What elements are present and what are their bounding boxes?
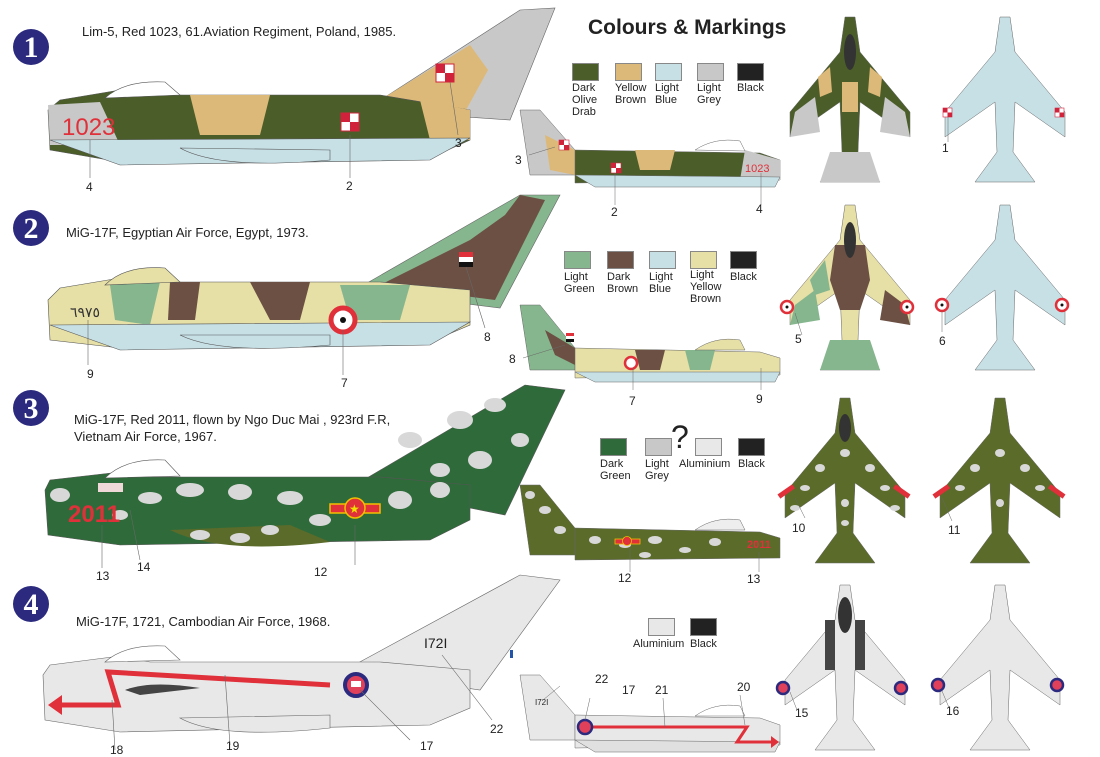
- callout-8: 8: [484, 330, 491, 344]
- swatch-aluminium: [648, 618, 675, 636]
- aircraft-bottom-view-3: [932, 397, 1066, 564]
- callout-15: 15: [795, 706, 809, 720]
- scheme-caption: MiG-17F, 1721, Cambodian Air Force, 1968…: [76, 614, 331, 629]
- unknown-color-question-mark: ?: [671, 419, 689, 455]
- svg-text:1023: 1023: [62, 114, 115, 141]
- swatch-label: Dark Brown: [607, 271, 639, 295]
- aircraft-side-view-3: 2011 ★: [44, 384, 566, 568]
- swatch-label: Light Grey: [645, 458, 669, 482]
- callout-17: 17: [622, 683, 636, 697]
- swatch-label: Dark Green: [600, 458, 631, 482]
- aircraft-small-side-view-3: 2011: [519, 484, 781, 572]
- swatch-light-green: [564, 251, 591, 269]
- swatch-light-grey: [645, 438, 672, 456]
- swatch-aluminium: [695, 438, 722, 456]
- aircraft-side-view-2: ٦٩٧٥: [47, 194, 561, 375]
- callout-13: 13: [747, 572, 761, 586]
- callout-7: 7: [341, 376, 348, 390]
- scheme-number-badge: 4: [13, 586, 49, 622]
- aircraft-side-view-4: I72I: [42, 574, 561, 751]
- callout-2: 2: [346, 179, 353, 193]
- aircraft-top-view-2: [779, 204, 915, 371]
- callout-6: 6: [939, 334, 946, 348]
- callout-16: 16: [946, 704, 960, 718]
- svg-text:I72I: I72I: [535, 698, 548, 707]
- callout-8: 8: [509, 352, 516, 366]
- swatch-light-grey: [697, 63, 724, 81]
- callout-12: 12: [314, 565, 328, 579]
- swatch-black: [690, 618, 717, 636]
- svg-text:1023: 1023: [745, 163, 769, 175]
- callout-21: 21: [655, 683, 669, 697]
- callout-22: 22: [595, 672, 609, 686]
- svg-text:I72I: I72I: [424, 635, 447, 651]
- callout-13: 13: [96, 569, 110, 583]
- swatch-label: Aluminium: [679, 458, 731, 470]
- callout-1: 1: [942, 141, 949, 155]
- swatch-label: Light Blue: [649, 271, 673, 295]
- scheme-caption-line1: MiG-17F, Red 2011, flown by Ngo Duc Mai …: [74, 412, 391, 427]
- swatch-label: Light Green: [564, 271, 595, 295]
- callout-4: 4: [86, 180, 93, 194]
- scheme-caption: MiG-17F, Egyptian Air Force, Egypt, 1973…: [66, 225, 309, 240]
- swatch-dark-green: [600, 438, 627, 456]
- callout-18: 18: [110, 743, 124, 757]
- callout-4: 4: [756, 202, 763, 216]
- scheme-number-badge: 1: [13, 29, 49, 65]
- swatch-black: [730, 251, 757, 269]
- aircraft-bottom-view-4: [930, 584, 1065, 751]
- aircraft-small-side-view-2: [519, 304, 781, 390]
- callout-22: 22: [490, 722, 504, 736]
- svg-text:★: ★: [349, 502, 360, 516]
- aircraft-small-side-view-1: 1023: [519, 109, 781, 205]
- swatch-label: Black: [690, 638, 717, 650]
- swatch-black: [737, 63, 764, 81]
- page-title: Colours & Markings: [588, 16, 787, 39]
- callout-5: 5: [795, 332, 802, 346]
- scheme-caption-line2: Vietnam Air Force, 1967.: [74, 429, 217, 444]
- aircraft-bottom-view-2: [934, 204, 1070, 371]
- scheme-number-badge: 2: [13, 210, 49, 246]
- swatch-label: Yellow Brown: [615, 82, 647, 106]
- swatch-black: [738, 438, 765, 456]
- swatch-label: Light Yellow Brown: [690, 269, 722, 305]
- callout-9: 9: [756, 392, 763, 406]
- svg-text:٦٩٧٥: ٦٩٧٥: [70, 304, 100, 320]
- aircraft-top-view-1: [789, 16, 911, 183]
- aircraft-top-view-3: [777, 397, 911, 564]
- aircraft-side-view-1: 1023: [47, 7, 556, 178]
- swatch-yellow-brown: [615, 63, 642, 81]
- callout-9: 9: [87, 367, 94, 381]
- callout-19: 19: [226, 739, 240, 753]
- callout-12: 12: [618, 571, 632, 585]
- callout-14: 14: [137, 560, 151, 574]
- swatch-label: Light Blue: [655, 82, 679, 106]
- scheme-number-badge: 3: [13, 390, 49, 426]
- scheme-caption: Lim-5, Red 1023, 61.Aviation Regiment, P…: [82, 24, 397, 39]
- swatch-label: Black: [730, 271, 757, 283]
- aircraft-top-view-4: [775, 584, 909, 751]
- swatch-label: Light Grey: [697, 82, 721, 106]
- swatch-light-yellow-brown: [690, 251, 717, 269]
- callout-3: 3: [515, 153, 522, 167]
- swatch-light-blue: [655, 63, 682, 81]
- swatch-light-blue: [649, 251, 676, 269]
- callout-11: 11: [948, 523, 961, 537]
- callout-2: 2: [611, 205, 618, 219]
- callout-3: 3: [455, 136, 462, 150]
- callout-20: 20: [737, 680, 751, 694]
- swatch-dark-brown: [607, 251, 634, 269]
- swatch-label: Black: [738, 458, 765, 470]
- callout-7: 7: [629, 394, 636, 408]
- svg-text:2011: 2011: [68, 501, 120, 528]
- svg-text:2011: 2011: [747, 539, 771, 551]
- swatch-dark-olive-drab: [572, 63, 599, 81]
- swatch-label: Black: [737, 82, 764, 94]
- aircraft-small-side-view-4: I72I: [519, 674, 781, 753]
- callout-17: 17: [420, 739, 434, 753]
- callout-10: 10: [792, 521, 806, 535]
- swatch-label: Aluminium: [633, 638, 685, 650]
- aircraft-bottom-view-1: [942, 16, 1066, 183]
- swatch-label: Dark Olive Drab: [572, 82, 598, 118]
